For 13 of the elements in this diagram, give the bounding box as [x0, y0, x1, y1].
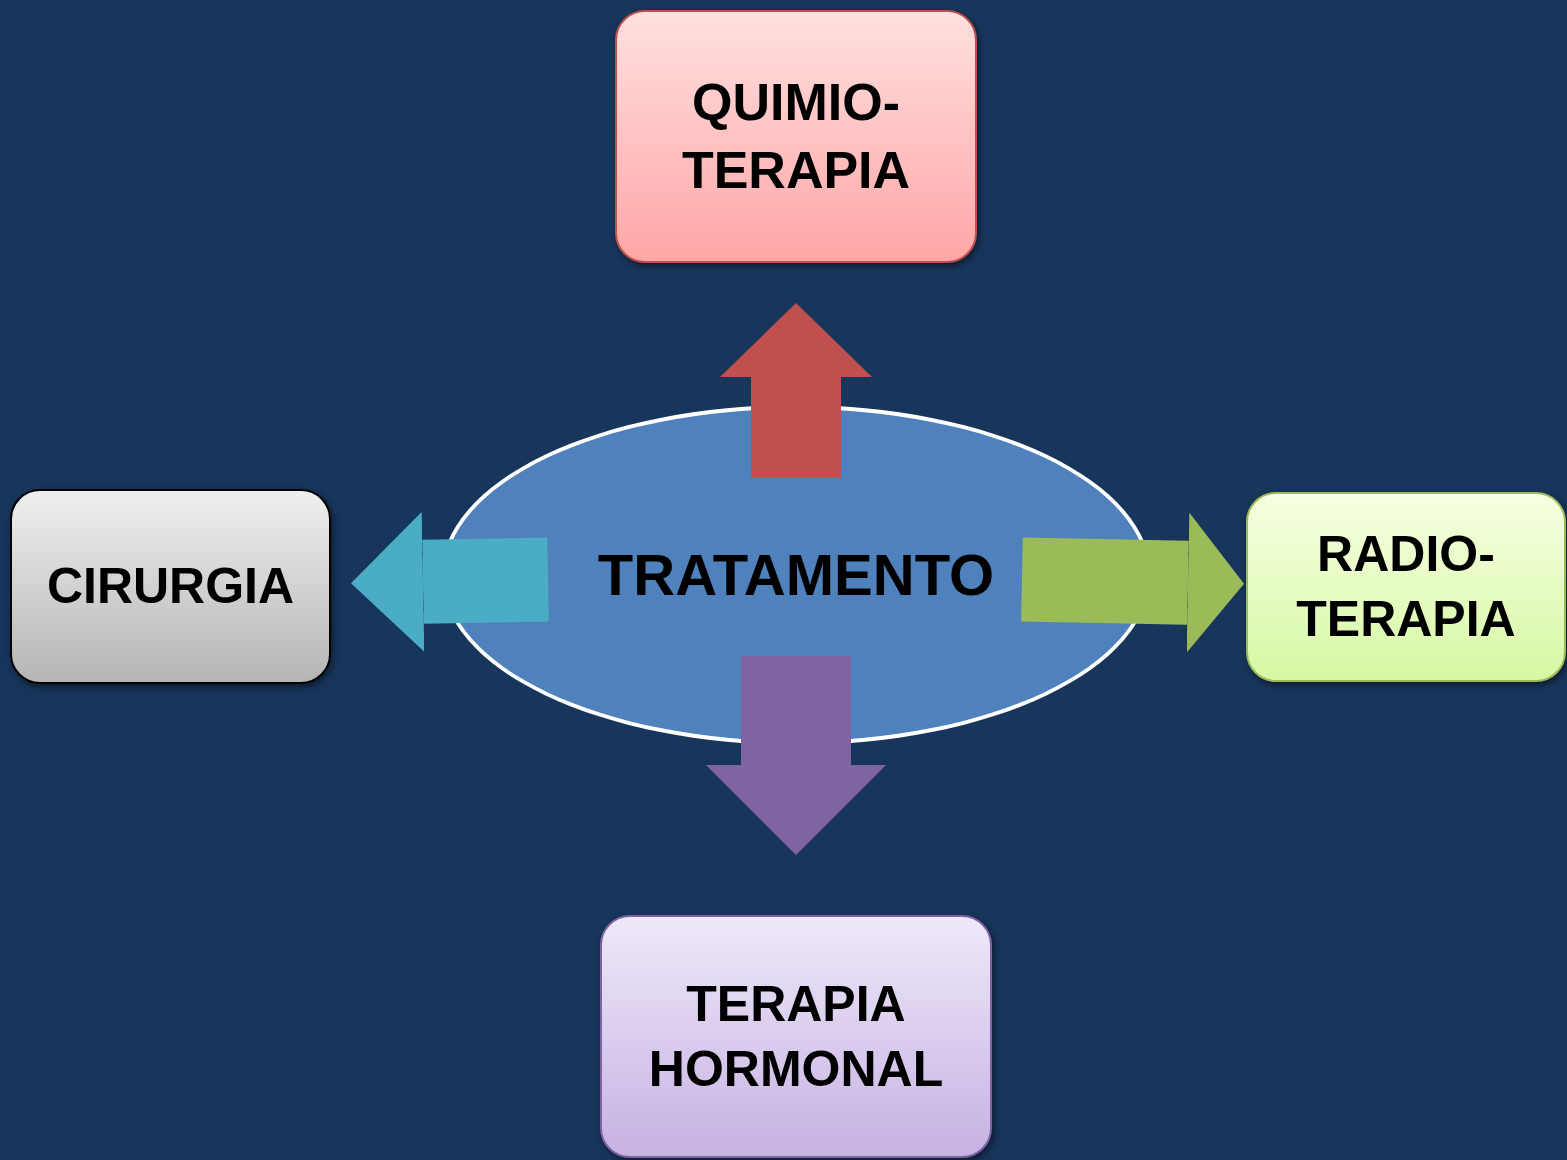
rounded-box	[600, 915, 992, 1158]
block-arrow	[720, 303, 872, 478]
rounded-box	[10, 489, 331, 684]
node-label: TERAPIA HORMONAL	[647, 974, 945, 1099]
node-label: CIRURGIA	[46, 557, 295, 616]
block-arrow	[1021, 512, 1244, 653]
block-arrow	[351, 511, 549, 652]
block-arrow	[706, 656, 886, 855]
node-label: RADIO- TERAPIA	[1295, 525, 1517, 649]
node-label: QUIMIO- TERAPIA	[680, 71, 912, 201]
rounded-box	[615, 10, 977, 263]
node-label: TRATAMENTO	[597, 541, 995, 610]
rounded-box	[1246, 492, 1566, 682]
